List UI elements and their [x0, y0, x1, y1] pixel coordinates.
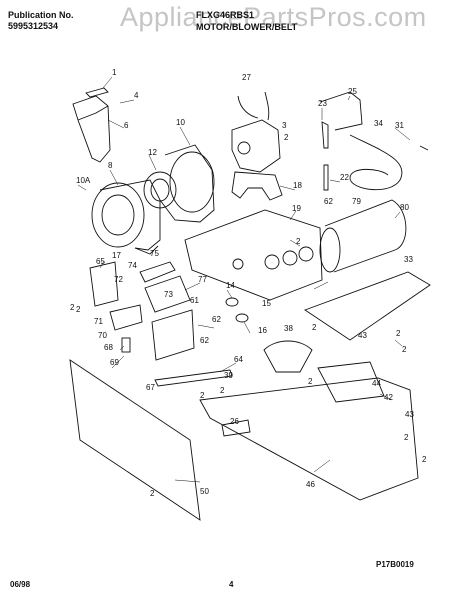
- callout-62: 62: [324, 197, 333, 206]
- callout-14: 14: [226, 281, 235, 290]
- callout-16: 16: [258, 326, 267, 335]
- callout-8: 8: [108, 161, 113, 170]
- part-64-shaft: [154, 369, 233, 387]
- callout-79: 79: [352, 197, 361, 206]
- callout-43: 43: [405, 410, 414, 419]
- callout-2: 2: [284, 133, 289, 142]
- callout-3: 3: [282, 121, 287, 130]
- callout-2: 2: [296, 237, 301, 246]
- callout-2: 2: [402, 345, 407, 354]
- callout-26: 26: [230, 417, 239, 426]
- footer-date: 06/98: [10, 580, 31, 589]
- callout-4: 4: [134, 91, 139, 100]
- callout-75: 75: [150, 249, 159, 258]
- callout-71: 71: [94, 317, 103, 326]
- part-18-bracket: [231, 171, 283, 201]
- part-15-roller: [235, 313, 249, 323]
- callout-77: 77: [198, 275, 207, 284]
- callout-17: 17: [112, 251, 121, 260]
- callout-12: 12: [148, 148, 157, 157]
- callout-1: 1: [112, 68, 117, 77]
- part-31-power-cord: [349, 134, 403, 191]
- callout-23: 23: [318, 99, 327, 108]
- callout-42: 42: [384, 393, 393, 402]
- callout-2: 2: [422, 455, 427, 464]
- callout-44: 44: [372, 379, 381, 388]
- callout-34: 34: [374, 119, 383, 128]
- part-22-23-sensor: [321, 121, 329, 191]
- model-number: FLXG46RBS1: [196, 10, 255, 20]
- part-27-wires: [237, 91, 270, 121]
- part-1-gasket: [85, 87, 109, 98]
- callout-64: 64: [234, 355, 243, 364]
- callout-15: 15: [262, 299, 271, 308]
- part-38-duct: [263, 340, 313, 373]
- callout-6: 6: [124, 121, 129, 130]
- part-3-motor: [231, 119, 281, 173]
- callout-43: 43: [358, 331, 367, 340]
- callout-10A: 10A: [76, 176, 91, 185]
- callout-2: 2: [200, 391, 205, 400]
- section-title: MOTOR/BLOWER/BELT: [196, 22, 298, 32]
- part-80-cylinder: [324, 199, 407, 273]
- part-33-rail: [304, 271, 431, 341]
- callout-2: 2: [312, 323, 317, 332]
- part-10a-housing: [159, 144, 215, 223]
- part-61-bracket: [151, 309, 195, 361]
- figure-code: P17B0019: [376, 560, 414, 569]
- callout-38: 38: [284, 324, 293, 333]
- publication-label: Publication No.: [8, 10, 74, 20]
- callout-62: 62: [200, 336, 209, 345]
- callout-69: 69: [110, 358, 119, 367]
- callout-2: 2: [404, 433, 409, 442]
- part-73-valve-body: [144, 275, 191, 313]
- part-26-clip: [221, 419, 251, 437]
- callout-2: 2: [150, 489, 155, 498]
- part-71-coil: [109, 304, 143, 331]
- callout-2: 2: [70, 303, 75, 312]
- part-68-fitting: [121, 337, 131, 353]
- watermark: AppliancePartsPros.com: [120, 2, 427, 32]
- part-46-base-pan: [199, 377, 419, 501]
- callout-46: 46: [306, 480, 315, 489]
- part-74-valve: [139, 261, 176, 283]
- callout-50: 50: [200, 487, 209, 496]
- callout-67: 67: [146, 383, 155, 392]
- callout-18: 18: [293, 181, 302, 190]
- callout-74: 74: [128, 261, 137, 270]
- callout-62: 62: [212, 315, 221, 324]
- callout-33: 33: [404, 255, 413, 264]
- callout-2: 2: [220, 386, 225, 395]
- callout-2: 2: [76, 305, 81, 314]
- part-12-blower-wheel: [143, 171, 177, 209]
- callout-22: 22: [340, 173, 349, 182]
- callout-2: 2: [308, 377, 313, 386]
- part-25-bracket: [319, 91, 363, 131]
- part-65-bracket: [89, 261, 119, 307]
- callout-68: 68: [104, 343, 113, 352]
- callout-10: 10: [176, 118, 185, 127]
- part-10-blower-housing: [91, 182, 145, 248]
- callout-61: 61: [190, 296, 199, 305]
- part-19-base: [184, 209, 323, 301]
- callout-70: 70: [98, 331, 107, 340]
- callout-2: 2: [396, 329, 401, 338]
- callout-39: 39: [224, 371, 233, 380]
- callout-27: 27: [242, 73, 251, 82]
- callout-72: 72: [114, 275, 123, 284]
- part-14-roller: [225, 297, 239, 307]
- callout-80: 80: [400, 203, 409, 212]
- part-6-duct: [72, 95, 111, 163]
- footer-page-number: 4: [229, 580, 234, 589]
- callout-73: 73: [164, 290, 173, 299]
- publication-number: 5995312534: [8, 21, 59, 31]
- part-50-panel: [69, 359, 201, 521]
- callout-25: 25: [348, 87, 357, 96]
- callout-65: 65: [96, 257, 105, 266]
- callout-31: 31: [395, 121, 404, 130]
- callout-19: 19: [292, 204, 301, 213]
